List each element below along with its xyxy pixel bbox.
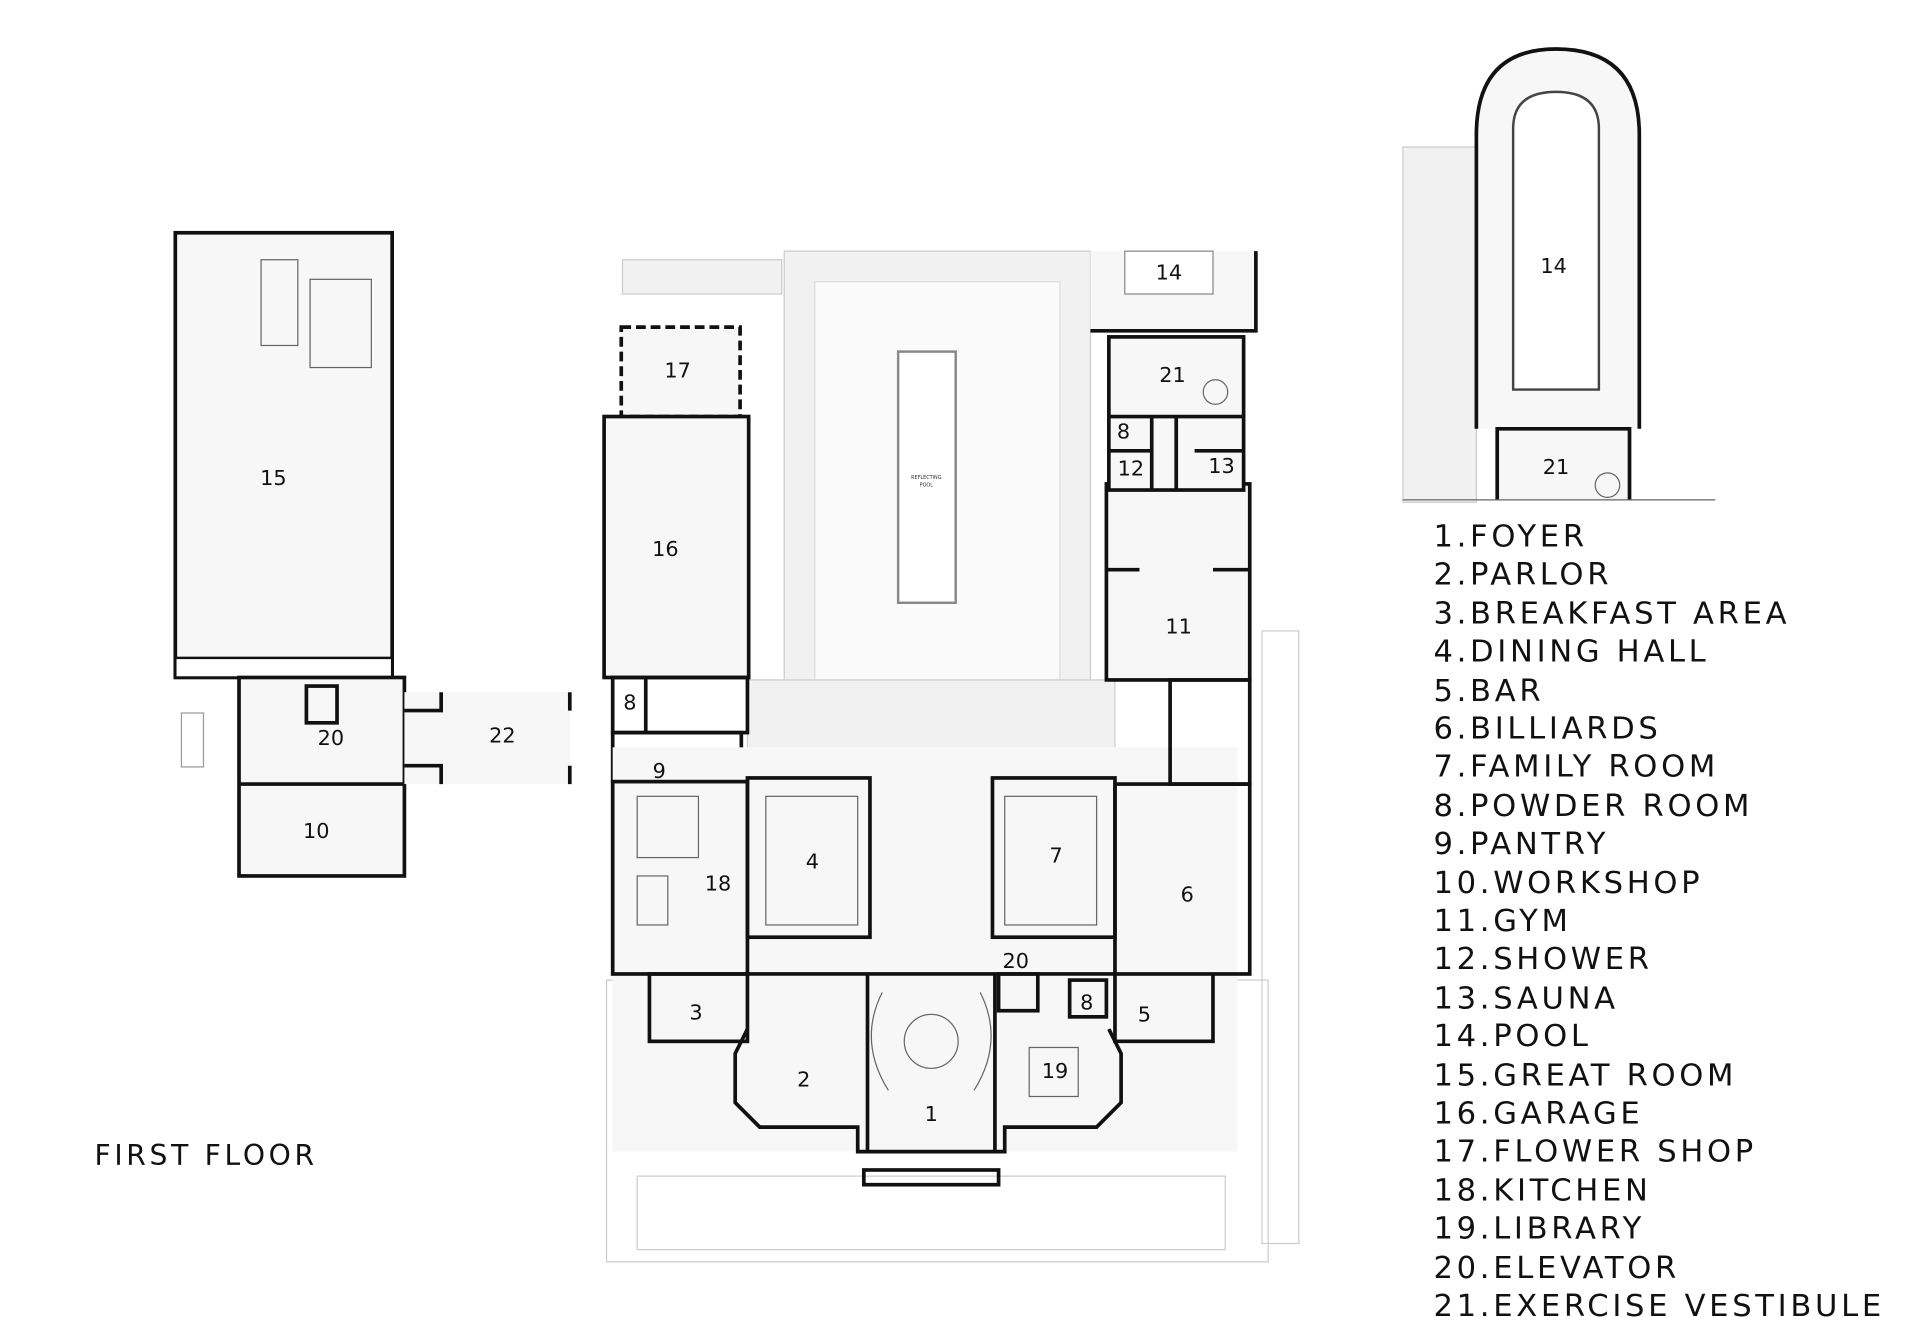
legend: 1.FOYER 2.PARLOR 3.BREAKFAST AREA 4.DINI… xyxy=(1434,519,1885,1317)
legend-item: 21.EXERCISE VESTIBULE xyxy=(1434,1289,1885,1317)
label-sauna: 13 xyxy=(1208,454,1234,478)
legend-item: 14.POOL xyxy=(1434,1019,1592,1054)
label-billiards: 6 xyxy=(1181,883,1194,907)
legend-item: 15.GREAT ROOM xyxy=(1434,1058,1738,1093)
label-vestibule: 21 xyxy=(1159,363,1185,387)
legend-item: 5.BAR xyxy=(1434,674,1545,709)
legend-item: 13.SAUNA xyxy=(1434,981,1619,1016)
reflecting-pool xyxy=(896,350,957,604)
east-wing-walls xyxy=(1090,250,1258,786)
label-flower-shop: 17 xyxy=(664,358,690,382)
label-pool: 14 xyxy=(1156,260,1182,284)
label-elevator-annex: 20 xyxy=(318,726,344,750)
legend-item: 10.WORKSHOP xyxy=(1434,866,1704,901)
label-powder-room-a: 8 xyxy=(623,690,636,714)
floor-title: FIRST FLOOR xyxy=(94,1139,317,1172)
label-breakfast: 3 xyxy=(689,1000,702,1024)
legend-item: 3.BREAKFAST AREA xyxy=(1434,597,1791,632)
label-dining-hall: 4 xyxy=(806,850,819,874)
legend-item: 18.KITCHEN xyxy=(1434,1174,1652,1209)
pool-pavilion-detail xyxy=(1402,47,1716,501)
legend-item: 2.PARLOR xyxy=(1434,557,1613,592)
legend-item: 12.SHOWER xyxy=(1434,942,1653,977)
label-foyer: 1 xyxy=(925,1102,938,1126)
legend-item: 17.FLOWER SHOP xyxy=(1434,1134,1757,1169)
label-workshop: 10 xyxy=(303,819,329,843)
label-bar: 5 xyxy=(1138,1003,1151,1027)
legend-item: 16.GARAGE xyxy=(1434,1096,1644,1131)
room-labels: 15 16 17 20 22 10 8 9 18 4 7 6 3 2 1 19 … xyxy=(260,254,1569,1126)
label-parlor: 2 xyxy=(797,1068,810,1092)
legend-item: 19.LIBRARY xyxy=(1434,1212,1646,1247)
label-garage: 16 xyxy=(652,537,678,561)
reflecting-pool-label-1: REFLECTING xyxy=(911,475,942,481)
west-wing-walls xyxy=(173,230,572,878)
legend-item: 6.BILLIARDS xyxy=(1434,712,1662,747)
north-wing-walls xyxy=(602,325,751,784)
label-pool-detail: 14 xyxy=(1540,254,1566,278)
legend-item: 1.FOYER xyxy=(1434,519,1588,554)
legend-item: 20.ELEVATOR xyxy=(1434,1251,1680,1286)
legend-item: 8.POWDER ROOM xyxy=(1434,789,1754,824)
legend-item: 9.PANTRY xyxy=(1434,827,1610,862)
label-elevator-main: 20 xyxy=(1003,949,1029,973)
legend-item: 11.GYM xyxy=(1434,904,1572,939)
label-great-room: 15 xyxy=(260,466,286,490)
label-vestibule-detail: 21 xyxy=(1543,455,1569,479)
legend-item: 4.DINING HALL xyxy=(1434,635,1710,670)
label-library: 19 xyxy=(1042,1059,1068,1083)
label-powder-room-c: 8 xyxy=(1117,420,1130,444)
legend-item: 7.FAMILY ROOM xyxy=(1434,750,1719,785)
reflecting-pool-label-2: POOL xyxy=(920,482,934,488)
label-corridor: 22 xyxy=(489,723,515,747)
label-kitchen: 18 xyxy=(705,872,731,896)
label-pantry: 9 xyxy=(653,759,666,783)
label-family-room: 7 xyxy=(1050,843,1063,867)
main-house-walls xyxy=(610,747,1252,1187)
label-powder-room-b: 8 xyxy=(1080,990,1093,1014)
label-gym: 11 xyxy=(1165,614,1191,638)
label-shower: 12 xyxy=(1118,456,1144,480)
